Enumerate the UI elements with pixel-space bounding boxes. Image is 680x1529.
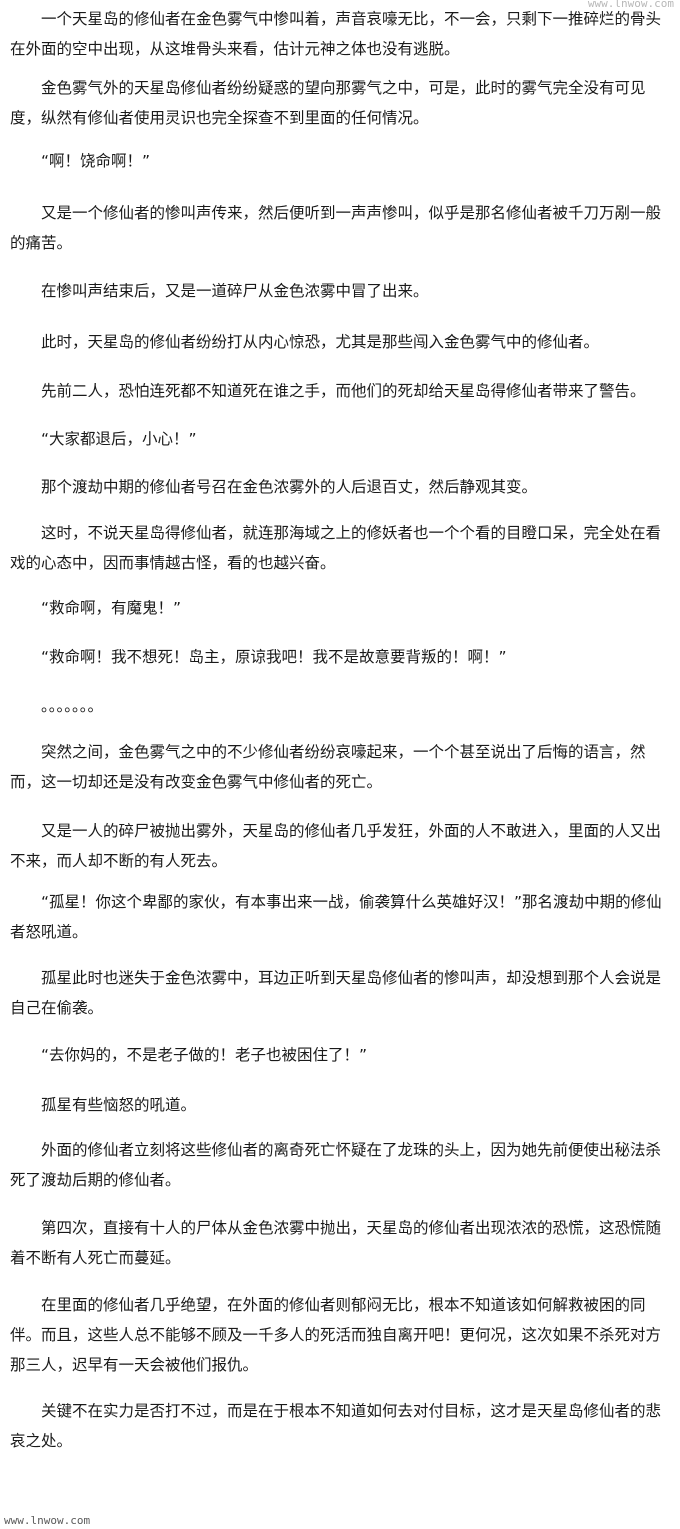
paragraph-10: 这时，不说天星岛得修仙者，就连那海域之上的修妖者也一个个看的目瞪口呆，完全处在看… xyxy=(10,524,662,572)
paragraph-21: 第四次，直接有十人的尸体从金色浓雾中抛出，天星岛的修仙者出现浓浓的恐慌，这恐慌随… xyxy=(10,1219,662,1267)
paragraph-3: “啊！饶命啊！” xyxy=(41,152,151,170)
paragraph-18: “去你妈的，不是老子做的！老子也被困住了！” xyxy=(41,1046,368,1064)
paragraph-14: 突然之间，金色雾气之中的不少修仙者纷纷哀嚎起来，一个个甚至说出了后悔的语言，然而… xyxy=(10,743,646,791)
paragraph-23: 关键不在实力是否打不过，而是在于根本不知道如何去对付目标，这才是天星岛修仙者的悲… xyxy=(10,1402,662,1450)
paragraph-6: 此时，天星岛的修仙者纷纷打从内心惊恐，尤其是那些闯入金色雾气中的修仙者。 xyxy=(41,333,600,351)
paragraph-20: 外面的修仙者立刻将这些修仙者的离奇死亡怀疑在了龙珠的头上，因为她先前便使出秘法杀… xyxy=(10,1141,662,1189)
paragraph-12: “救命啊！我不想死！岛主，原谅我吧！我不是故意要背叛的！啊！” xyxy=(41,648,507,666)
paragraph-5: 在惨叫声结束后，又是一道碎尸从金色浓雾中冒了出来。 xyxy=(41,282,429,300)
watermark-bottom: www.lnwow.com xyxy=(4,1514,91,1527)
paragraph-2: 金色雾气外的天星岛修仙者纷纷疑惑的望向那雾气之中，可是，此时的雾气完全没有可见度… xyxy=(10,79,646,127)
paragraph-16: “孤星！你这个卑鄙的家伙，有本事出来一战，偷袭算什么英雄好汉！”那名渡劫中期的修… xyxy=(10,893,662,941)
paragraph-1: 一个天星岛的修仙者在金色雾气中惨叫着，声音哀嚎无比，不一会，只剩下一推碎烂的骨头… xyxy=(10,10,662,58)
watermark-top: www.lnwow.com xyxy=(587,0,674,10)
paragraph-22: 在里面的修仙者几乎绝望，在外面的修仙者则郁闷无比，根本不知道该如何解救被困的同伴… xyxy=(10,1296,662,1374)
paragraph-17: 孤星此时也迷失于金色浓雾中，耳边正听到天星岛修仙者的惨叫声，却没想到那个人会说是… xyxy=(10,969,662,1017)
paragraph-8: “大家都退后，小心！” xyxy=(41,430,197,448)
paragraph-7: 先前二人，恐怕连死都不知道死在谁之手，而他们的死却给天星岛得修仙者带来了警告。 xyxy=(41,382,646,400)
paragraph-19: 孤星有些恼怒的吼道。 xyxy=(41,1096,197,1114)
paragraph-9: 那个渡劫中期的修仙者号召在金色浓雾外的人后退百丈，然后静观其变。 xyxy=(41,478,538,496)
paragraph-11: “救命啊，有魔鬼！” xyxy=(41,599,182,617)
paragraph-13: 。。。。。。。 xyxy=(41,697,104,715)
paragraph-4: 又是一个修仙者的惨叫声传来，然后便听到一声声惨叫，似乎是那名修仙者被千刀万剐一般… xyxy=(10,204,662,252)
paragraph-15: 又是一人的碎尸被抛出雾外，天星岛的修仙者几乎发狂，外面的人不敢进入，里面的人又出… xyxy=(10,822,662,870)
